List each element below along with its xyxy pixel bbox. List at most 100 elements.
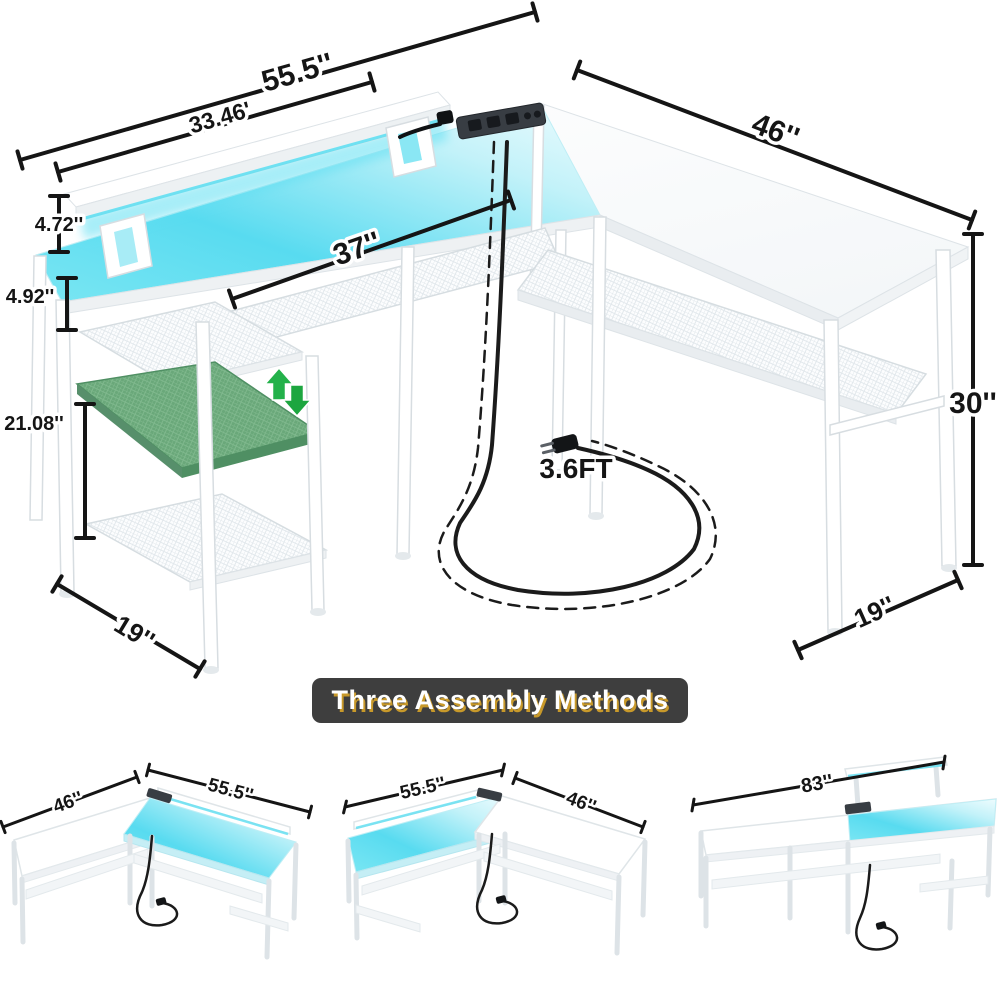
outlet	[467, 118, 482, 132]
t1-power-strip	[146, 788, 173, 804]
cord-line	[453, 140, 702, 596]
dimension-tick	[342, 799, 348, 815]
dimension-tick	[530, 1, 540, 23]
dimension-tick	[941, 754, 947, 771]
dim-height-label: 30''	[949, 387, 997, 420]
t2-under-shelf	[483, 851, 613, 901]
desk-foot	[941, 564, 957, 572]
t2-under-shelf	[361, 843, 501, 896]
dimension-line	[343, 768, 505, 809]
dim-right-depth-label: 19''	[849, 590, 899, 634]
desk-frame	[29, 105, 957, 674]
dimension-tick	[639, 819, 647, 835]
desk-leg	[195, 321, 219, 669]
t3-power-strip	[844, 801, 872, 815]
t1-dim-left-label: 46''	[50, 788, 86, 818]
dimension-tick	[792, 639, 804, 661]
desk-foot	[203, 666, 219, 674]
t3-under-shelf	[711, 853, 941, 890]
cord-plug-icon	[540, 434, 579, 455]
dim-left-depth-label: 19''	[109, 609, 160, 656]
t3-riser	[933, 764, 941, 798]
dim-gap-height-label: 4.92''	[6, 286, 54, 308]
t1-power-cord	[136, 834, 179, 927]
desk-leg	[935, 249, 957, 567]
t1-under-shelf	[133, 853, 263, 904]
dimension-line	[146, 768, 312, 814]
dimension-tick	[511, 770, 519, 786]
t2-dim-right-label: 46''	[563, 788, 599, 818]
dim-riser-height-label: 4.72''	[35, 214, 83, 236]
dimension-tick	[500, 762, 506, 778]
t1-led-strip	[159, 794, 289, 836]
t3-monitor-shelf	[844, 756, 948, 778]
desk-leg	[19, 876, 26, 945]
dimension-tick	[145, 762, 151, 778]
t3-power-cord	[855, 863, 899, 951]
desk-leg	[345, 838, 352, 904]
assembly-methods-banner-label: Three Assembly Methods	[331, 685, 669, 715]
dimension-line	[1, 775, 139, 829]
dimension-tick	[952, 569, 964, 591]
dimension-line	[18, 10, 537, 162]
stand-riser-left-gap	[114, 227, 138, 267]
desk-leg	[947, 858, 955, 931]
dimension-tick	[690, 797, 696, 813]
desk-leg	[985, 826, 993, 898]
assembly-methods-banner: Three Assembly Methods	[312, 678, 688, 723]
stand-riser-right-gap	[398, 130, 422, 164]
dim-total-length-label: 55.5''	[258, 47, 337, 99]
dimension-tick	[133, 769, 141, 785]
thumbnail-assembly-1: 46'' 55.5''	[0, 762, 313, 960]
outlet	[505, 112, 520, 125]
shelf-adjust-arrows	[263, 366, 313, 418]
dimension-tick	[506, 189, 516, 211]
t3-cord-plug-icon	[875, 921, 887, 930]
mesh-shelf-lip	[517, 289, 897, 425]
desk-foot	[395, 552, 411, 560]
desk-leg	[291, 842, 299, 921]
dimension-tick	[307, 804, 313, 820]
desk-leg	[640, 839, 648, 918]
desk-foot	[310, 608, 326, 616]
led-glow	[80, 116, 448, 240]
dimension-line	[230, 198, 513, 301]
usb-port	[533, 110, 541, 118]
cord-dashed-outline	[437, 140, 717, 611]
strip-plug	[398, 110, 454, 139]
dim-adjust-range-label: 21.08''	[4, 413, 64, 435]
dimension-line	[55, 582, 202, 671]
dimension-line	[796, 578, 960, 652]
green-shelf-side	[77, 384, 182, 478]
t3-under-shelf	[919, 875, 989, 893]
t3-dim-length-label: 83''	[799, 771, 834, 798]
usb-port	[524, 112, 532, 120]
dimension-tick	[193, 659, 207, 679]
tower-shelf-bottom-lip	[189, 549, 327, 591]
desk-leg	[305, 355, 325, 611]
dimension-line	[691, 760, 946, 807]
dimension-tick	[53, 161, 63, 183]
dimension-line	[56, 80, 374, 174]
t1-dim-right-label: 55.5''	[205, 775, 255, 807]
desk-leg	[55, 299, 75, 593]
dimension-tick	[966, 209, 978, 231]
dimension-tick	[571, 59, 583, 81]
monitor-stand	[63, 91, 451, 279]
dimension-line	[513, 776, 645, 829]
power-strip	[455, 102, 547, 140]
dimension-tick	[367, 71, 377, 93]
desk-leg	[29, 255, 47, 521]
desk-leg	[614, 874, 622, 956]
dimension-tick	[227, 288, 237, 310]
desk-stretcher	[829, 395, 945, 436]
arrow-down-icon	[281, 384, 313, 418]
t1-under-shelf	[229, 905, 289, 932]
desk-leg	[11, 840, 18, 906]
dim-right-length-label: 46''	[747, 107, 803, 155]
outlet	[486, 115, 501, 129]
t2-power-strip	[476, 787, 503, 802]
green-shelf-front	[182, 432, 318, 478]
